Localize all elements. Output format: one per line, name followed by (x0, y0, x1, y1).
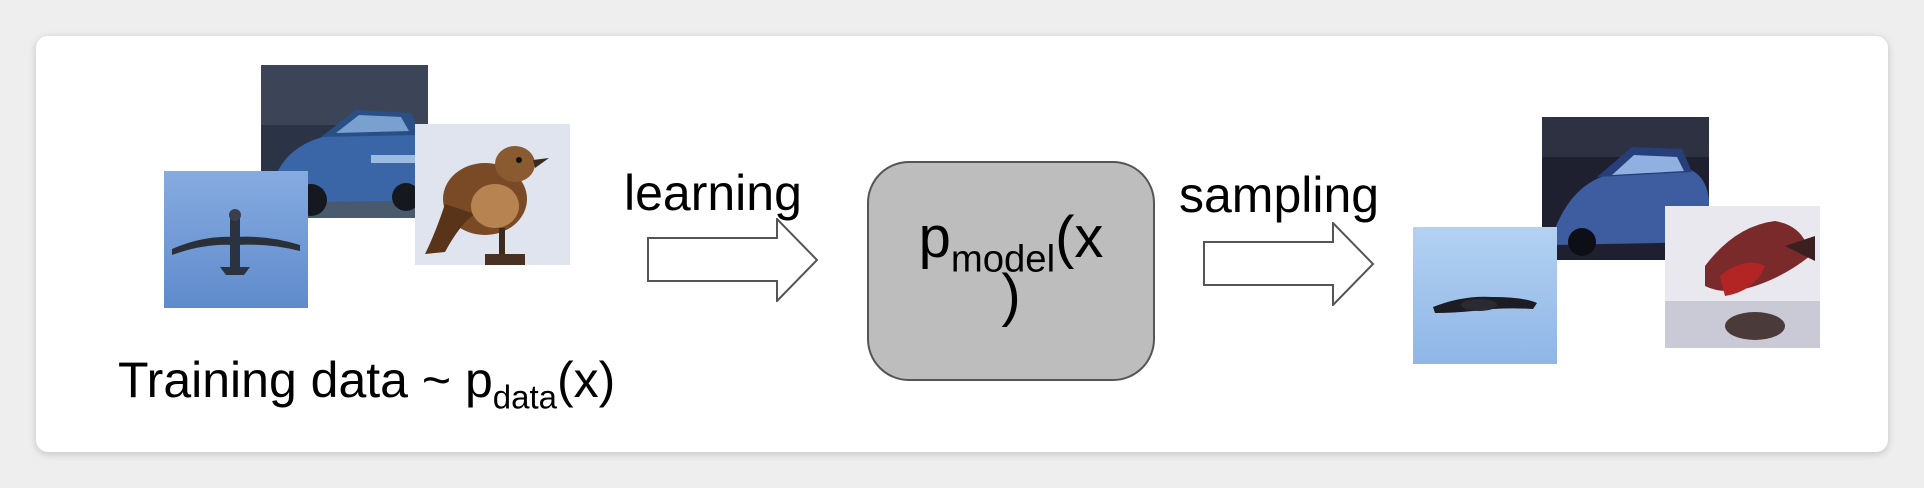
sampling-arrow (1203, 222, 1375, 306)
caption-main: Training data ~ p (118, 352, 493, 408)
model-box: pmodel(x ) (867, 161, 1155, 381)
training-image-bird (415, 124, 570, 265)
learning-arrow (647, 218, 819, 302)
model-label-wrap: ) (1001, 263, 1021, 328)
model-label-main: p (918, 205, 951, 270)
caption-subscript: data (492, 378, 558, 416)
training-image-car (261, 65, 428, 218)
caption-end: (x) (557, 352, 616, 408)
training-data-caption: Training data ~ pdata(x) (118, 352, 616, 414)
sampling-label: sampling (1179, 167, 1380, 223)
model-label-end: (x (1055, 205, 1104, 270)
sample-image-airplane (1413, 227, 1557, 364)
model-label: pmodel(x ) (869, 209, 1153, 325)
learning-label: learning (624, 165, 802, 221)
training-image-airplane (164, 171, 308, 308)
sample-image-animal (1665, 206, 1820, 348)
